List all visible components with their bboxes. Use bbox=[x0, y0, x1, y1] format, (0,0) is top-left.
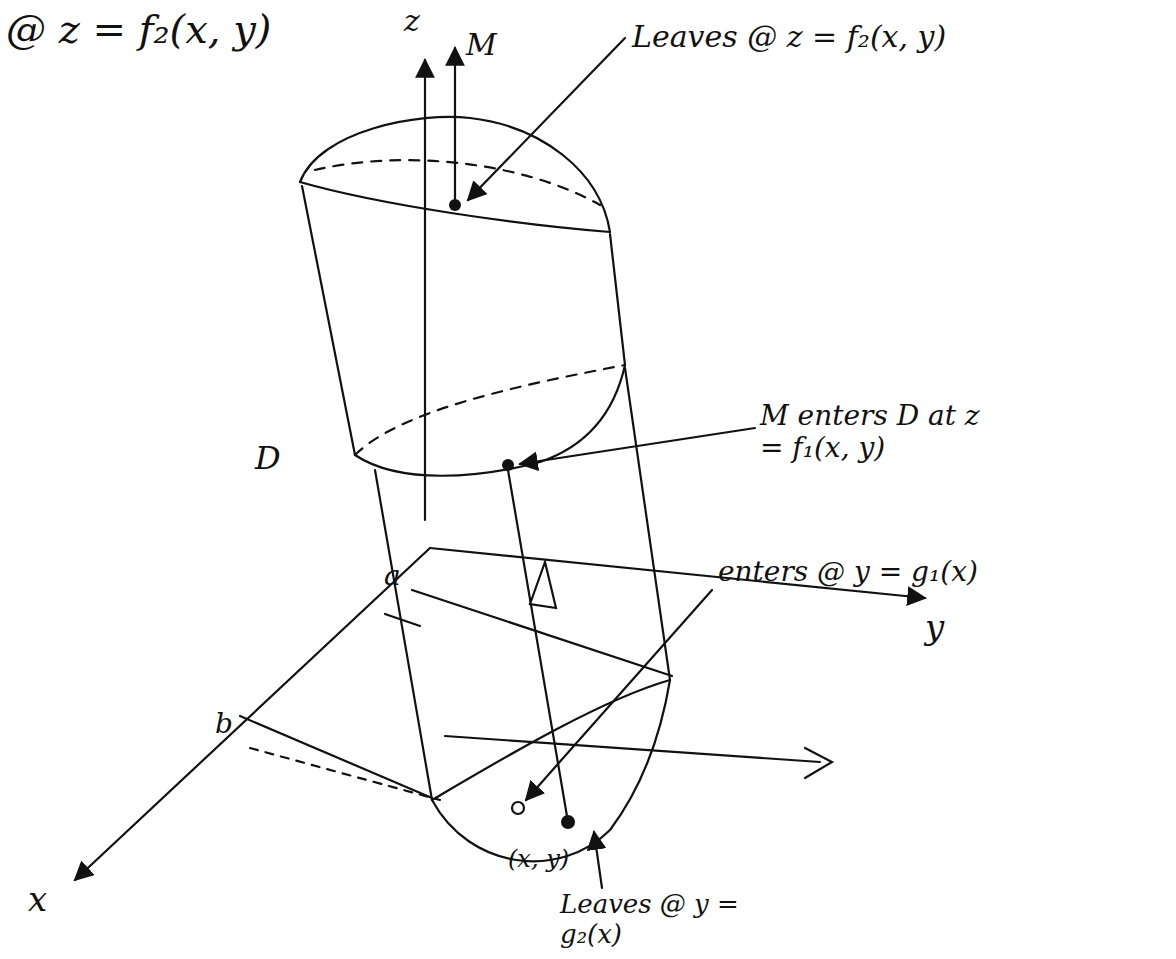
surface-label: @ z = f₂(x, y) bbox=[6, 6, 271, 52]
axis-tick-label: b bbox=[215, 708, 233, 740]
region-label: D bbox=[255, 440, 281, 477]
axis-label: y bbox=[925, 608, 944, 647]
point-label: (x, y) bbox=[508, 846, 569, 874]
callout-note: Leaves @ z = f₂(x, y) bbox=[632, 20, 946, 55]
callout-note: M enters D at z = f₁(x, y) bbox=[760, 400, 1010, 464]
point-label: M bbox=[466, 28, 497, 63]
callout-note: enters @ y = g₁(x) bbox=[718, 556, 978, 588]
axis-tick-label: a bbox=[384, 560, 401, 592]
axis-label: z bbox=[404, 4, 420, 39]
axis-label: x bbox=[28, 880, 47, 919]
callout-note: Leaves @ y = g₂(x) bbox=[560, 890, 760, 950]
